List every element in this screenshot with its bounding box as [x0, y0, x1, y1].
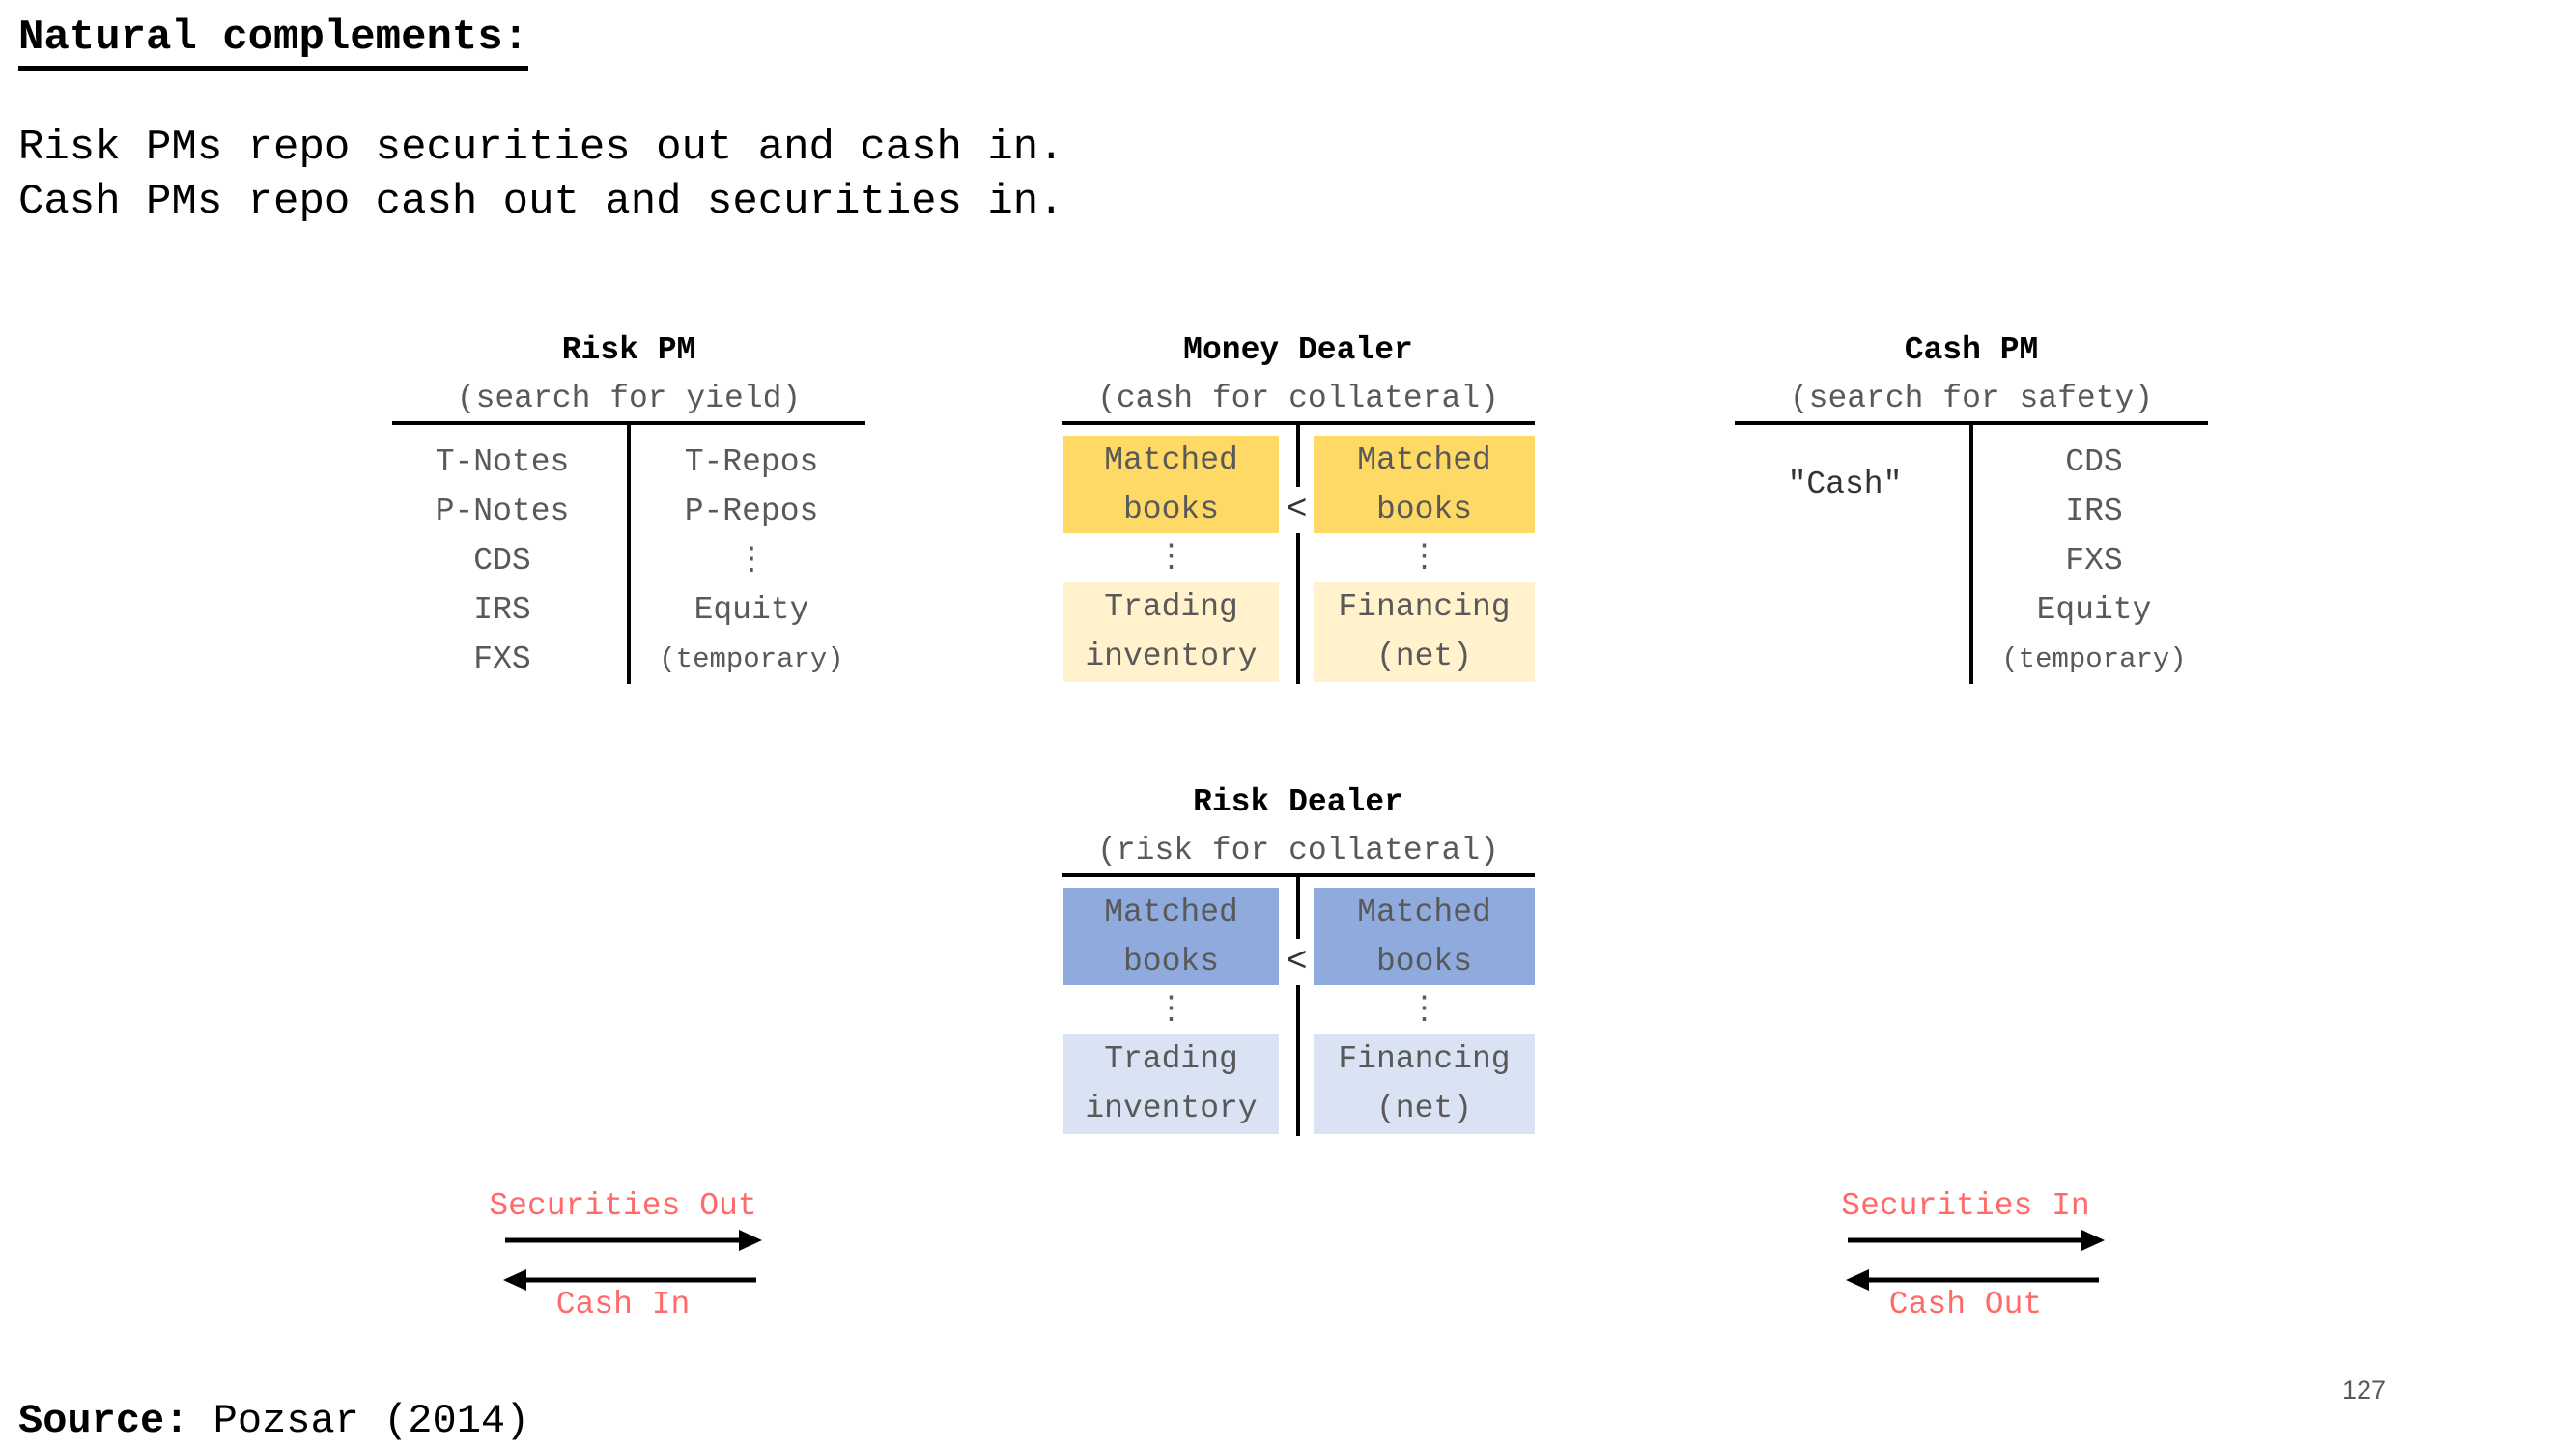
- risk-dealer-trading-inventory-label: Trading inventory: [1085, 1041, 1258, 1126]
- risk-pm-title: Risk PM: [561, 332, 696, 368]
- cash-pm-liability: Equity: [2036, 592, 2152, 628]
- risk-dealer-subtitle: (risk for collateral): [1097, 833, 1499, 868]
- intro-line-1: Risk PMs repo securities out and cash in…: [18, 124, 1064, 172]
- risk-pm-asset: IRS: [473, 592, 531, 628]
- page-number: 127: [2342, 1376, 2387, 1405]
- source-label: Source:: [18, 1398, 189, 1444]
- left-flow-bottom-label: Cash In: [555, 1287, 691, 1322]
- source-text: Pozsar (2014): [212, 1398, 530, 1444]
- cash-pm-asset: "Cash": [1787, 467, 1903, 502]
- money-dealer-less-than: <: [1287, 490, 1308, 529]
- risk-pm-asset: CDS: [473, 543, 531, 579]
- left-flow-top-label: Securities Out: [489, 1188, 757, 1224]
- risk-pm-liability: ⋮: [735, 543, 768, 579]
- money-dealer-matched-books-liabilities-label: Matched books: [1357, 441, 1491, 527]
- risk-pm-liability: P-Repos: [684, 494, 819, 529]
- cash-pm-liability: CDS: [2065, 444, 2123, 480]
- intro-line-2: Cash PMs repo cash out and securities in…: [18, 178, 1064, 226]
- money-dealer-ellipsis-right: ⋮: [1408, 540, 1440, 576]
- risk-pm-liability: T-Repos: [684, 444, 819, 480]
- risk-pm-liability: (temporary): [659, 643, 844, 675]
- money-dealer-financing-net-label: Financing (net): [1338, 589, 1511, 674]
- risk-dealer-ellipsis-left: ⋮: [1155, 992, 1187, 1028]
- right-flow-bottom-label: Cash Out: [1888, 1287, 2043, 1322]
- money-dealer-divider-bottom: [1296, 533, 1300, 684]
- risk-dealer-trading-inventory: Trading inventory: [1063, 1034, 1279, 1134]
- money-dealer-title: Money Dealer: [1183, 332, 1413, 368]
- risk-pm-divider: [627, 425, 631, 684]
- cash-pm-title: Cash PM: [1904, 332, 2039, 368]
- risk-dealer-title: Risk Dealer: [1193, 784, 1403, 820]
- risk-dealer-top-rule: [1062, 873, 1535, 877]
- risk-pm-top-rule: [392, 421, 865, 425]
- money-dealer-trading-inventory-label: Trading inventory: [1085, 589, 1258, 674]
- money-dealer-financing-net: Financing (net): [1314, 582, 1535, 682]
- right-flow-top-label: Securities In: [1841, 1188, 2090, 1224]
- cash-pm-subtitle: (search for safety): [1789, 381, 2154, 416]
- money-dealer-matched-books-assets-label: Matched books: [1104, 441, 1238, 527]
- cash-pm-divider: [1969, 425, 1973, 684]
- risk-pm-asset: FXS: [473, 641, 531, 677]
- cash-pm-liability: FXS: [2065, 543, 2123, 579]
- risk-dealer-matched-books-liabilities: Matched books: [1314, 888, 1535, 985]
- risk-dealer-matched-books-assets: Matched books: [1063, 888, 1279, 985]
- risk-pm-asset: T-Notes: [435, 444, 570, 480]
- money-dealer-matched-books-liabilities: Matched books: [1314, 436, 1535, 533]
- cash-pm-liability: (temporary): [2001, 643, 2187, 675]
- risk-dealer-less-than: <: [1287, 942, 1308, 981]
- right-arrow-icon: [1848, 1230, 2105, 1251]
- money-dealer-subtitle: (cash for collateral): [1097, 381, 1499, 416]
- risk-pm-subtitle: (search for yield): [456, 381, 802, 416]
- right-arrow-icon: [505, 1230, 762, 1251]
- left-arrow-icon: [503, 1269, 756, 1291]
- cash-pm-top-rule: [1735, 421, 2208, 425]
- left-arrow-icon: [1846, 1269, 2099, 1291]
- money-dealer-divider-top: [1296, 425, 1300, 487]
- money-dealer-top-rule: [1062, 421, 1535, 425]
- slide-title: Natural complements:: [18, 12, 529, 71]
- left-flow-arrows: [503, 1230, 762, 1291]
- money-dealer-trading-inventory: Trading inventory: [1063, 582, 1279, 682]
- risk-dealer-divider-top: [1296, 877, 1300, 939]
- risk-dealer-ellipsis-right: ⋮: [1408, 992, 1440, 1028]
- risk-dealer-matched-books-assets-label: Matched books: [1104, 894, 1238, 980]
- money-dealer-matched-books-assets: Matched books: [1063, 436, 1279, 533]
- risk-dealer-matched-books-liabilities-label: Matched books: [1357, 894, 1491, 980]
- risk-pm-asset: P-Notes: [435, 494, 570, 529]
- risk-dealer-financing-net: Financing (net): [1314, 1034, 1535, 1134]
- right-flow-arrows: [1846, 1230, 2105, 1291]
- risk-dealer-financing-net-label: Financing (net): [1338, 1041, 1511, 1126]
- risk-pm-liability: Equity: [694, 592, 809, 628]
- money-dealer-ellipsis-left: ⋮: [1155, 540, 1187, 576]
- risk-dealer-divider-bottom: [1296, 985, 1300, 1136]
- source-citation: Source: Pozsar (2014): [18, 1396, 529, 1446]
- cash-pm-liability: IRS: [2065, 494, 2123, 529]
